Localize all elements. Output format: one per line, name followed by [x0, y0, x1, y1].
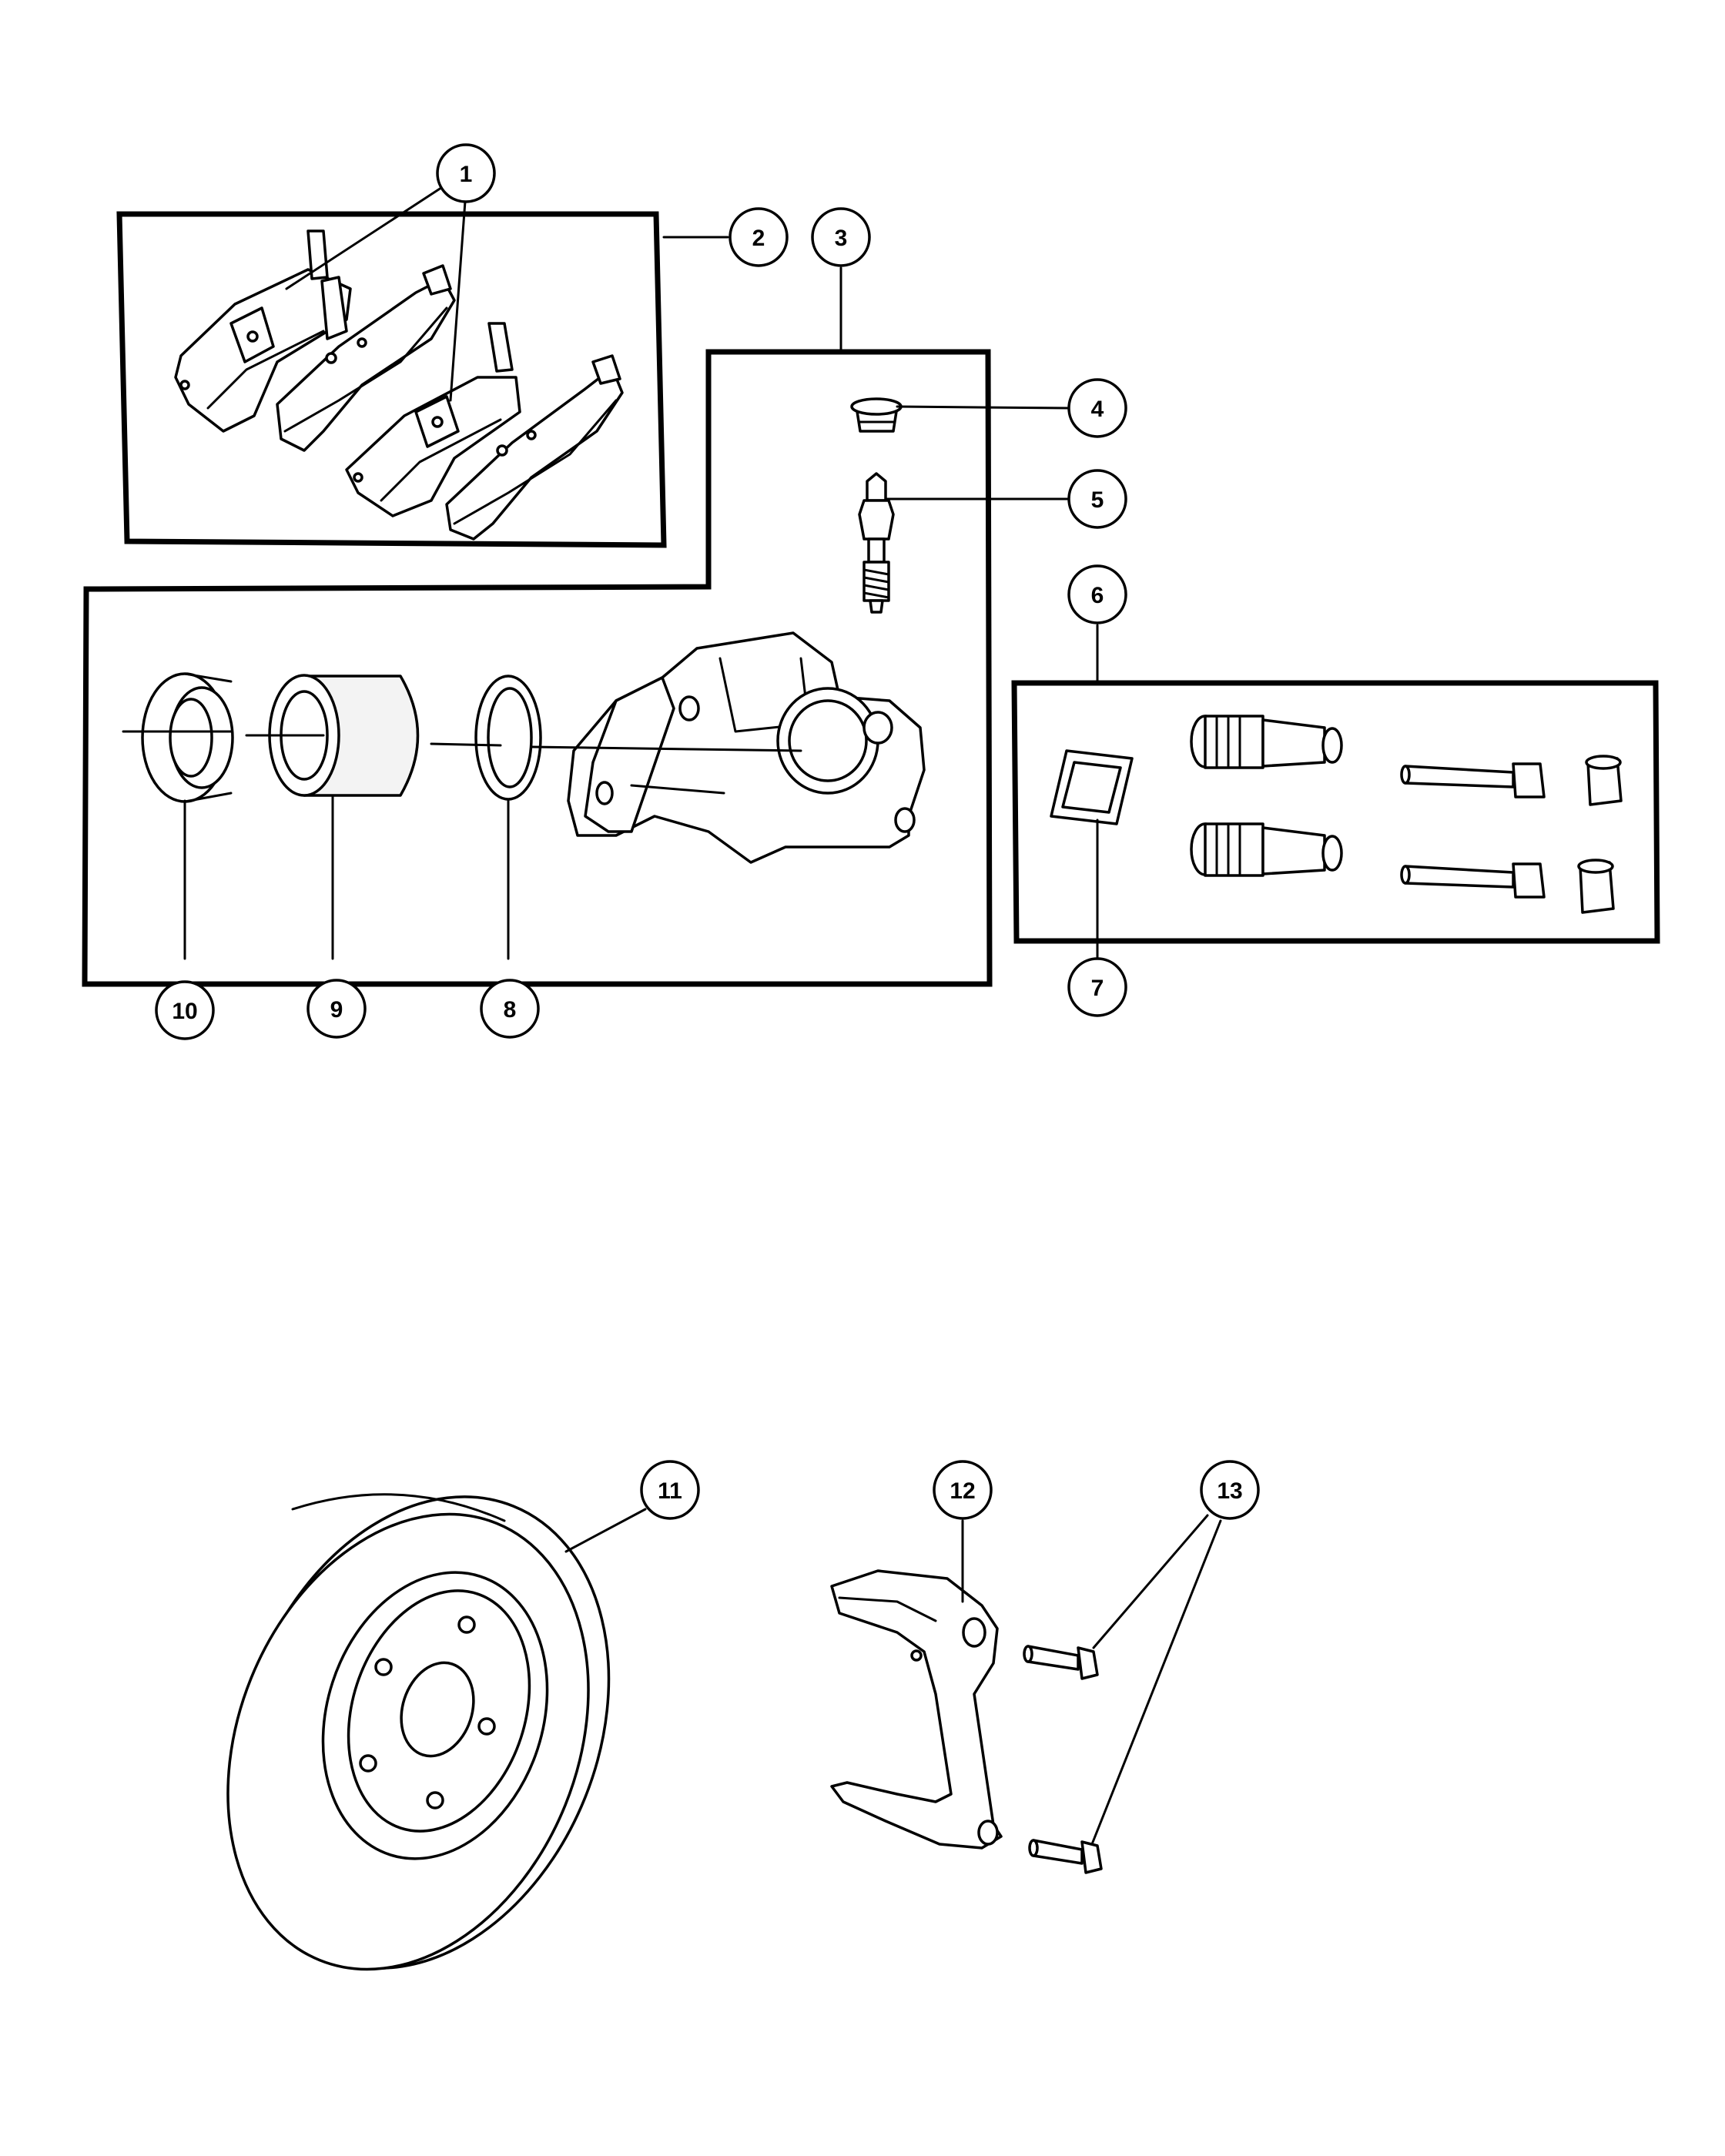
pin-cap-upper — [1585, 755, 1623, 806]
brake-pad-a — [174, 229, 352, 433]
piston-seal — [474, 675, 542, 801]
guide-pin-lower — [1400, 862, 1546, 899]
callout-13: 13 — [1200, 1460, 1260, 1520]
callout-5-label: 5 — [1091, 487, 1104, 513]
assembly-axis-line — [122, 730, 802, 795]
callout-10-label: 10 — [172, 999, 197, 1024]
callout-11-label: 11 — [658, 1478, 682, 1504]
callout-7: 7 — [1067, 957, 1127, 1017]
callout-6-label: 6 — [1091, 583, 1104, 608]
callout-7-label: 7 — [1091, 976, 1104, 1001]
caliper-body — [567, 631, 926, 864]
callout-13-label: 13 — [1217, 1478, 1242, 1504]
callout-4: 4 — [1067, 378, 1127, 438]
callout-12: 12 — [933, 1460, 993, 1520]
callout-12-label: 12 — [950, 1478, 975, 1504]
hardware-kit-box — [1011, 680, 1660, 944]
bleeder-screw — [858, 472, 895, 614]
callout-10: 10 — [155, 980, 215, 1040]
callout-11: 11 — [640, 1460, 700, 1520]
bushing-lower — [1190, 822, 1343, 877]
bleeder-cap — [850, 397, 903, 433]
adapter-bolt-lower — [1028, 1839, 1103, 1874]
caliper-adapter — [830, 1569, 1003, 1850]
callout-2-label: 2 — [752, 226, 765, 251]
grease-packet — [1050, 749, 1134, 825]
brake-rotor — [226, 1493, 611, 1971]
callout-1: 1 — [436, 143, 496, 203]
callout-6: 6 — [1067, 564, 1127, 624]
pin-cap-lower — [1577, 859, 1615, 914]
callout-3-label: 3 — [835, 226, 848, 251]
callout-1-label: 1 — [460, 162, 473, 187]
callout-9: 9 — [306, 979, 367, 1039]
brake-pad-c — [345, 322, 521, 517]
callout-4-label: 4 — [1091, 397, 1104, 422]
brake-pad-kit-box — [116, 211, 667, 548]
callout-8: 8 — [480, 979, 540, 1039]
brake-pads — [174, 229, 624, 541]
callout-8-label: 8 — [504, 997, 517, 1023]
brake-pad-b — [276, 264, 456, 452]
callout-2: 2 — [729, 207, 789, 267]
dust-boot — [141, 672, 234, 803]
leader-lines — [183, 182, 1222, 1846]
brake-pad-d — [445, 354, 624, 541]
guide-pin-upper — [1400, 762, 1546, 798]
adapter-bolt-upper — [1023, 1645, 1099, 1680]
callout-5: 5 — [1067, 469, 1127, 529]
callout-3: 3 — [811, 207, 871, 267]
bushing-upper — [1190, 715, 1343, 769]
caliper-assembly-box — [82, 349, 993, 987]
callout-9-label: 9 — [330, 997, 343, 1023]
hardware-kit-parts — [1050, 715, 1623, 914]
